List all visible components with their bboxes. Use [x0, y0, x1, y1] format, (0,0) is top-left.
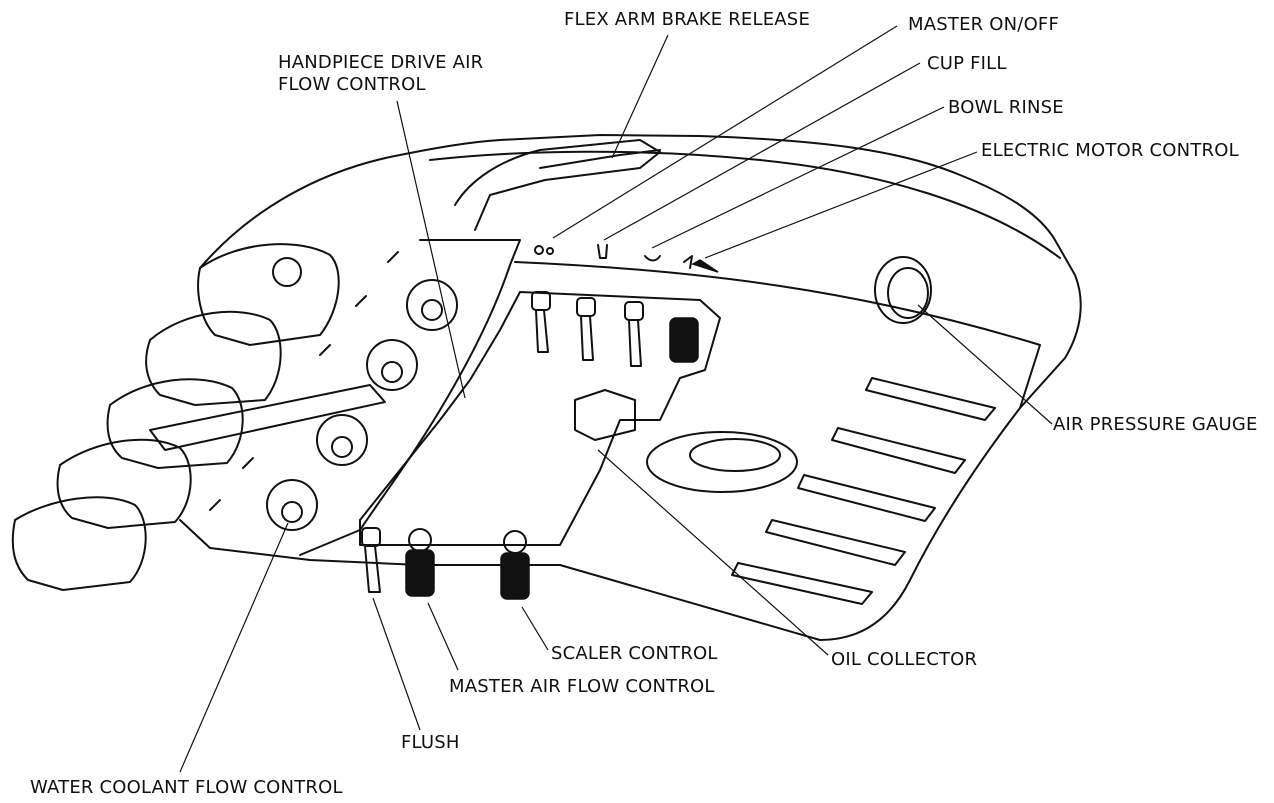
unit-body-outline [179, 134, 1082, 641]
top-rim [429, 150, 1061, 259]
toggle-bowl-lever [628, 319, 642, 367]
screw-2 [355, 295, 367, 307]
leader-water [179, 522, 289, 773]
leader-gauge [917, 304, 1053, 425]
flex-arm-release [539, 149, 661, 169]
leader-bowl [651, 106, 945, 249]
electric-motor-icon [683, 255, 693, 269]
master-air-knob-top [408, 528, 432, 552]
bowl-rinse-label: BOWL RINSE [948, 97, 1064, 118]
holder-4 [56, 438, 192, 529]
leader-cup [603, 62, 921, 241]
screw-5 [209, 499, 221, 511]
screw-4 [242, 457, 254, 469]
toggle-master-lever [535, 309, 549, 353]
master-on-off-label: MASTER ON/OFF [908, 14, 1060, 35]
holder-2 [145, 310, 282, 406]
toggle-flush-lever [364, 545, 381, 593]
knob-1-center [421, 299, 443, 321]
slot-1 [865, 377, 996, 421]
control-well [359, 291, 721, 546]
electric-motor-control-label: ELECTRIC MOTOR CONTROL [981, 140, 1239, 161]
screw-3 [319, 344, 331, 356]
master-on-off-icon [534, 245, 544, 255]
bowl-recess [646, 431, 798, 493]
scaler-control-label: SCALER CONTROL [551, 643, 718, 664]
leader-motor [704, 151, 978, 259]
toggle-master [531, 291, 551, 311]
cup-fill-icon [597, 244, 608, 259]
knob-2-center [381, 361, 403, 383]
air-pressure-gauge [874, 256, 932, 324]
leader-scaler [521, 606, 549, 651]
knob-4-center [281, 501, 303, 523]
holder-1 [197, 243, 340, 346]
leader-masterair [427, 602, 459, 671]
leader-oil [597, 449, 829, 656]
screw-1 [387, 251, 399, 263]
flex-arm [454, 139, 661, 231]
scaler-knob [500, 552, 530, 600]
slot-3 [797, 474, 936, 522]
flush-label: FLUSH [401, 732, 460, 753]
master-air-knob [405, 549, 435, 597]
leader-hp-drive [396, 100, 466, 399]
leader-master [552, 25, 898, 239]
handpiece-rack [149, 384, 386, 451]
toggle-cup-lever [580, 315, 594, 361]
toggle-cup [576, 297, 596, 317]
knob-3-center [331, 436, 353, 458]
oil-collector [574, 389, 636, 441]
toggle-bowl [624, 301, 644, 321]
master-air-flow-control-label: MASTER AIR FLOW CONTROL [449, 676, 715, 697]
bowl-recess-inner [689, 438, 781, 472]
handpiece-drive-air-flow-control-label: HANDPIECE DRIVE AIR FLOW CONTROL [278, 52, 483, 96]
holder-5 [11, 496, 147, 591]
slot-4 [765, 519, 906, 566]
oil-collector-label: OIL COLLECTOR [831, 649, 978, 670]
master-on-off-icon-b [546, 247, 554, 255]
water-coolant-flow-control-label: WATER COOLANT FLOW CONTROL [30, 777, 343, 798]
knob-3 [316, 414, 368, 466]
slot-2 [831, 427, 966, 474]
inner-panel [299, 239, 521, 556]
cup-fill-label: CUP FILL [927, 53, 1007, 74]
holder-1-cap [272, 257, 302, 287]
electric-motor-knob [669, 317, 699, 363]
motor-pointer [691, 259, 719, 273]
leader-brake [611, 34, 669, 159]
slot-5 [731, 562, 873, 605]
knob-1 [406, 279, 458, 331]
handpiece-drive-label-line2: FLOW CONTROL [278, 74, 426, 95]
air-pressure-gauge-label: AIR PRESSURE GAUGE [1053, 414, 1258, 435]
handpiece-drive-label-line1: HANDPIECE DRIVE AIR [278, 52, 484, 73]
holder-3 [106, 378, 244, 469]
air-pressure-gauge-face [887, 267, 929, 319]
leader-flush [372, 597, 421, 731]
knob-4 [266, 479, 318, 531]
inner-tray-edge [514, 261, 1041, 409]
scaler-knob-top [503, 530, 527, 554]
flex-arm-brake-release-label: FLEX ARM BRAKE RELEASE [564, 9, 811, 30]
toggle-flush [361, 527, 381, 547]
bowl-rinse-icon [644, 255, 661, 262]
knob-2 [366, 339, 418, 391]
